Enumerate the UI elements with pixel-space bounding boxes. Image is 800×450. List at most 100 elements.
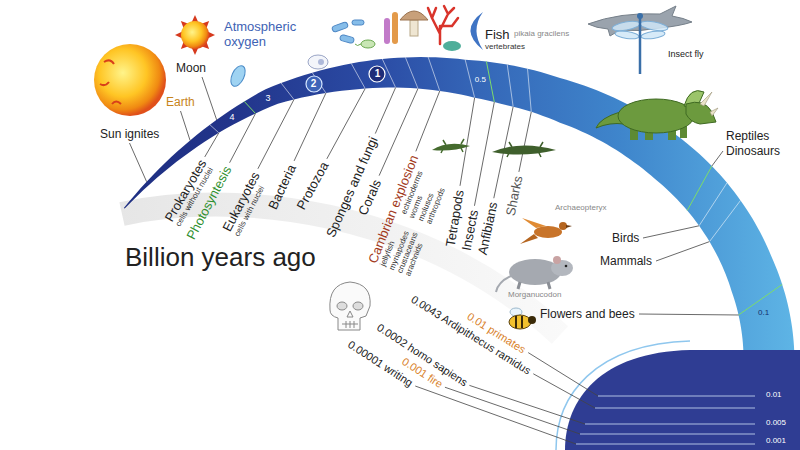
event-label: Reptiles <box>726 130 769 142</box>
era-number: 1 <box>368 69 386 79</box>
bird-wing <box>522 218 546 228</box>
mammal-tail <box>496 276 511 292</box>
band-tick <box>244 101 255 113</box>
event-label: Moon <box>176 62 206 74</box>
band-tick <box>486 62 494 103</box>
event-label: Insect fly <box>668 50 704 59</box>
skull-eye <box>337 302 347 310</box>
bird-tail <box>520 234 538 244</box>
bacteria-rod <box>352 20 364 25</box>
band-tick <box>465 60 474 98</box>
leader-line <box>643 226 699 238</box>
scale-number: 0.01 <box>766 391 782 399</box>
event-label: Protozoa <box>294 159 330 211</box>
protozoa-icon <box>361 40 375 48</box>
leader-line <box>416 91 440 151</box>
cell-nucleus <box>318 59 324 65</box>
tetrapod-legs <box>441 139 464 153</box>
era-circle: 1 <box>368 65 386 83</box>
era-line <box>585 424 755 425</box>
band-number: 4 <box>229 113 234 122</box>
bee-body <box>509 315 531 329</box>
dinosaur-horn <box>700 92 718 116</box>
band-tick <box>528 69 532 112</box>
band-tick <box>405 57 418 88</box>
prokaryote-cell <box>228 63 248 88</box>
event-label: Flowers and bees <box>540 308 635 320</box>
leader-line <box>445 387 580 434</box>
scale-number: 0.005 <box>766 419 786 427</box>
mammal-ear <box>553 256 561 264</box>
band-tick <box>709 200 740 241</box>
era-line <box>580 434 755 435</box>
axis-title: Billion years ago <box>125 244 316 270</box>
event-label: Fish <box>485 28 510 41</box>
coral-blob <box>443 41 461 51</box>
species-label: pikaia gracilens <box>514 30 569 38</box>
bird-beak <box>566 225 572 228</box>
amphibian-legs <box>507 142 543 157</box>
fly-wing <box>641 30 666 40</box>
bird-head <box>559 222 567 230</box>
event-label: Sun ignites <box>100 128 159 140</box>
species-label: Morganucodon <box>508 291 561 299</box>
sponge-tube <box>384 18 390 44</box>
event-label: Sharks <box>504 174 525 216</box>
moon-icon <box>181 21 209 49</box>
dinosaur-body <box>618 99 694 133</box>
skull-icon <box>330 282 370 330</box>
fly-wing <box>615 30 640 40</box>
fly-body <box>639 18 642 74</box>
leader-line <box>415 386 576 444</box>
event-label: Bacteria <box>266 162 298 211</box>
bacteria-rod <box>339 34 354 43</box>
mammal-legs <box>518 282 550 289</box>
band-tick <box>699 183 727 226</box>
band-tick <box>687 166 712 210</box>
leader-line <box>130 143 147 182</box>
leader-line <box>181 111 191 140</box>
band-number: 0.5 <box>475 76 486 84</box>
leader-line <box>639 314 739 316</box>
band-tick <box>281 83 294 99</box>
leader-line <box>205 133 219 157</box>
bee-head <box>528 316 536 324</box>
amphibian-icon <box>492 145 556 154</box>
leader-line <box>327 89 365 159</box>
protozoa-tail <box>355 44 361 46</box>
era-line <box>598 396 755 397</box>
era-circle-shape <box>306 76 322 92</box>
band-tick <box>428 57 440 91</box>
sub-label: vertebrates <box>485 43 525 51</box>
skull-eye <box>353 302 363 310</box>
coral-icon <box>428 6 458 44</box>
bee-stripes <box>516 316 522 328</box>
sponge-tube <box>392 12 398 44</box>
species-label: Archaeopteryx <box>555 204 607 212</box>
leader-line <box>519 112 531 172</box>
mushroom-cap <box>400 11 428 20</box>
mushroom-stem <box>410 20 418 36</box>
skull-detail <box>342 311 358 328</box>
sun-flare <box>100 60 121 104</box>
leader-line <box>528 353 598 396</box>
event-label: Earth <box>166 96 195 108</box>
tetrapod-icon <box>432 144 470 151</box>
event-label: Dinosaurs <box>726 145 780 157</box>
fish-icon <box>471 12 484 50</box>
leader-line <box>469 385 585 424</box>
leader-line <box>533 374 595 408</box>
event-label: Anfibians <box>476 200 500 255</box>
fly-wing <box>612 20 641 33</box>
moon-spikes <box>175 15 215 55</box>
band-tick <box>351 63 365 88</box>
band-number: 0.1 <box>758 309 769 317</box>
band-number: 3 <box>266 94 271 103</box>
leader-line <box>656 242 709 261</box>
leader-line <box>294 93 326 161</box>
fly-head <box>637 13 643 19</box>
era-line <box>576 444 755 445</box>
band-tick <box>507 65 513 107</box>
era-circle: 2 <box>305 75 323 93</box>
leader-line <box>230 113 256 162</box>
